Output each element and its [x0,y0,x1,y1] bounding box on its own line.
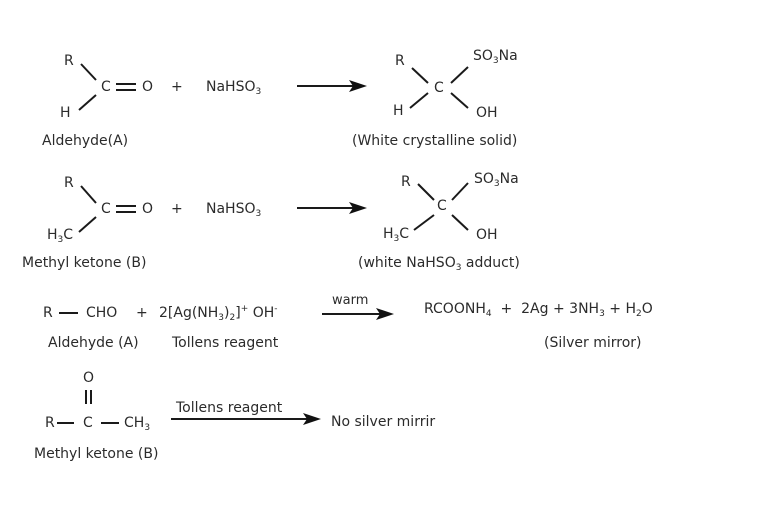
group-cho: CHO [86,305,118,321]
atom-h3c: H3C [47,227,74,245]
bond-p1-h [409,92,429,109]
reactant-label: Methyl ketone (B) [34,446,159,462]
product-so3na: SO3Na [473,48,518,66]
product-so3na: SO3Na [474,171,519,189]
group-ch3: CH3 [124,415,151,433]
atom-c: C [101,201,111,217]
bond-h-c [78,94,97,111]
plus-sign: + [171,79,183,95]
bond2-ch3-c [78,216,97,233]
atom-r: R [45,415,55,431]
bond-p1-r [411,67,429,84]
arrow-label-tollens: Tollens reagent [176,400,283,416]
product-oh: OH [476,227,498,243]
product-atom-c: C [437,198,447,214]
reactant-label: Aldehyde (A) [48,335,139,351]
atom-o: O [142,201,154,217]
bond-p2-ch3 [413,214,435,231]
bond-p1-so3na [450,66,469,84]
reagent-label: Tollens reagent [172,335,279,351]
result-text: No silver mirrir [331,414,436,430]
atom-o: O [83,370,95,386]
product-atom-h3c: H3C [383,226,410,244]
atom-r: R [64,175,74,191]
arrow-4-head [303,413,321,425]
bond2-r-c [80,185,97,204]
product-atom-h: H [393,103,404,119]
tollens-reagent-formula: 2[Ag(NH3)2]+ OH- [159,304,278,323]
reagent-nahso3: NaHSO3 [206,201,262,219]
plus-sign: + [171,201,183,217]
atom-h: H [60,105,71,121]
bond-p2-so3na [451,182,469,201]
atom-c: C [101,79,111,95]
arrow-3-head [376,308,394,320]
bond-r-c [80,63,97,81]
product-atom-r: R [395,53,405,69]
reactant-label: Aldehyde(A) [42,133,129,149]
product-label: (white NaHSO3 adduct) [358,255,520,273]
reactant-label: Methyl ketone (B) [22,255,147,271]
product-label: (Silver mirror) [544,335,642,351]
product-oh: OH [476,105,498,121]
atom-r: R [64,53,74,69]
arrow-label-warm: warm [332,293,369,308]
plus-sign: + [136,305,148,321]
atom-c: C [83,415,93,431]
bond-p2-r [417,183,435,201]
arrow-2-head [349,202,367,214]
product-label: (White crystalline solid) [352,133,518,149]
products: RCOONH4 + 2Ag + 3NH3 + H2O [424,301,653,319]
product-atom-r: R [401,174,411,190]
atom-r: R [43,305,53,321]
atom-o: O [142,79,154,95]
product-atom-c: C [434,80,444,96]
arrow-1-head [349,80,367,92]
bond-p1-oh [450,92,469,109]
bond-p2-oh [451,214,469,231]
reagent-nahso3: NaHSO3 [206,79,262,97]
